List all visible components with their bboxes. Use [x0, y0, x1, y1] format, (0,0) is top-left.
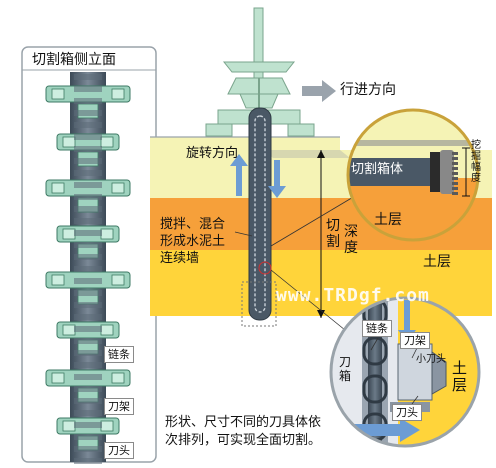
mix-leader-line — [234, 231, 253, 237]
chain-link — [74, 110, 102, 116]
chain-link — [74, 374, 102, 380]
chain-tag: 链条 — [104, 346, 134, 363]
chain-link — [74, 230, 102, 236]
zoom-soil-label-bottom: 土层 — [452, 359, 468, 395]
cutter-array — [45, 74, 131, 464]
chain-link — [74, 242, 102, 248]
chain-link — [74, 206, 102, 212]
top-zoom-lens — [346, 108, 480, 242]
caption-line-2: 次排列，可实现全面切割。 — [165, 433, 322, 448]
holder-tag: 刀架 — [104, 398, 134, 415]
chain-link — [74, 410, 102, 416]
surface-band — [150, 137, 340, 150]
direction-label: 行进方向 — [340, 82, 396, 98]
chain-link — [74, 122, 102, 128]
zoom-bit-tag: 刀头 — [392, 404, 422, 421]
mixing-note-line-1: 搅拌、混合 — [160, 217, 226, 232]
soil-label-main: 土层 — [423, 254, 451, 270]
chain-link — [74, 422, 102, 428]
chain-link — [74, 290, 102, 296]
chain-link — [74, 170, 102, 176]
chain-link — [74, 194, 102, 200]
chain-link — [74, 446, 102, 452]
chain-link — [74, 266, 102, 272]
zoom-holder-tag: 刀架 — [400, 332, 430, 349]
left-panel-title: 切割箱侧立面 — [32, 52, 116, 68]
mixing-note-line-3: 连续墙 — [160, 251, 200, 266]
watermark: www.TRDgf.com — [276, 285, 430, 306]
zoom-box-label: 切割箱体 — [351, 162, 404, 177]
chain-link — [74, 254, 102, 260]
rotation-arrow-down-icon — [268, 160, 286, 198]
trench-slot — [263, 150, 350, 158]
chain-link — [74, 350, 102, 356]
chain-link — [74, 158, 102, 164]
cutting-chain-loop — [254, 115, 266, 313]
zoom-cutterbox-label: 刀箱 — [339, 355, 352, 383]
chain-link — [74, 398, 102, 404]
chain-link — [74, 278, 102, 284]
chain-link — [74, 386, 102, 392]
caption-line-1: 形状、尺寸不同的刀具体依 — [165, 415, 322, 430]
depth-label-2: 深度 — [344, 224, 358, 257]
depth-arrow-top-icon — [317, 150, 325, 158]
chain-link — [74, 134, 102, 140]
zoom-small-bit-label: 小刀头 — [416, 354, 446, 365]
chain-link — [74, 146, 102, 152]
trench-bottom-outline — [241, 281, 277, 327]
cutting-box-vertical — [248, 107, 272, 321]
machine-crossbar — [222, 61, 296, 73]
width-label: 挖掘幅度 — [471, 140, 481, 184]
zoom-chain-tag: 链条 — [362, 320, 392, 337]
chain-link — [74, 86, 102, 92]
zoom-soil-label: 土层 — [374, 212, 402, 228]
bottom-zoom-lens — [329, 296, 481, 448]
machine-foot-right — [287, 123, 315, 137]
chain-link — [74, 182, 102, 188]
chain-link — [74, 458, 102, 464]
rotation-label: 旋转方向 — [186, 146, 239, 161]
chain-link — [74, 74, 102, 80]
mixing-note-line-2: 形成水泥土 — [160, 234, 226, 249]
chain-link — [74, 434, 102, 440]
chain-link — [74, 218, 102, 224]
chain-link — [74, 314, 102, 320]
bottom-zoom-leader — [270, 269, 346, 331]
chain-link — [74, 302, 102, 308]
top-zoom-leader — [270, 195, 356, 247]
chain-link — [74, 362, 102, 368]
chain-link — [74, 338, 102, 344]
depth-label-1: 切割 — [326, 218, 340, 251]
direction-arrow-icon — [302, 80, 336, 102]
chain-link — [74, 326, 102, 332]
rotation-arrow-up-icon — [230, 154, 248, 196]
chain-link — [74, 98, 102, 104]
bit-tag: 刀头 — [104, 442, 134, 459]
detail-marker — [258, 261, 272, 275]
machine-foot-left — [205, 123, 233, 137]
